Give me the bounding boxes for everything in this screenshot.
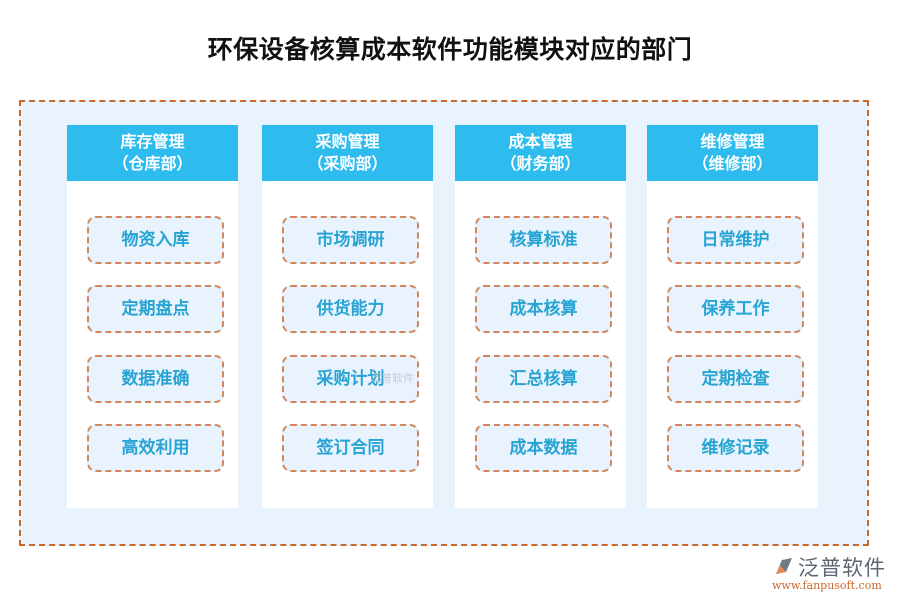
department-name: （仓库部）	[112, 154, 193, 173]
function-item: 核算标准	[475, 216, 612, 264]
function-item: 市场调研	[282, 216, 419, 264]
module-name: 库存管理	[120, 132, 185, 151]
logo-url: www.fanpusoft.com	[772, 579, 882, 592]
diagram-title: 环保设备核算成本软件功能模块对应的部门	[207, 35, 693, 64]
function-item: 汇总核算	[475, 355, 612, 403]
watermark: 泛普软件	[370, 372, 414, 385]
function-item: 供货能力	[282, 285, 419, 333]
function-item: 数据准确	[87, 355, 224, 403]
column-inventory: 库存管理 （仓库部） 物资入库 定期盘点 数据准确 高效利用	[67, 125, 238, 508]
module-name: 成本管理	[508, 132, 573, 151]
logo-mark-icon	[776, 558, 792, 574]
function-item: 成本数据	[475, 424, 612, 472]
function-item: 采购计划	[282, 355, 419, 403]
department-name: （采购部）	[307, 154, 388, 173]
module-name: 维修管理	[700, 132, 765, 151]
function-item: 签订合同	[282, 424, 419, 472]
column-cost: 成本管理 （财务部） 核算标准 成本核算 汇总核算 成本数据	[455, 125, 626, 508]
department-name: （维修部）	[692, 154, 773, 173]
column-maintenance: 维修管理 （维修部） 日常维护 保养工作 定期检查 维修记录	[647, 125, 818, 508]
column-header: 维修管理 （维修部）	[647, 125, 818, 181]
column-procurement: 采购管理 （采购部） 市场调研 供货能力 采购计划 签订合同	[262, 125, 433, 508]
department-name: （财务部）	[500, 154, 581, 173]
function-item: 保养工作	[667, 285, 804, 333]
function-item: 定期检查	[667, 355, 804, 403]
function-item: 成本核算	[475, 285, 612, 333]
module-name: 采购管理	[315, 132, 380, 151]
function-item: 高效利用	[87, 424, 224, 472]
column-header: 成本管理 （财务部）	[455, 125, 626, 181]
logo-name: 泛普软件	[798, 556, 886, 580]
function-item: 日常维护	[667, 216, 804, 264]
function-item: 维修记录	[667, 424, 804, 472]
function-item: 物资入库	[87, 216, 224, 264]
brand-logo: 泛普软件 www.fanpusoft.com	[770, 552, 895, 597]
function-item: 定期盘点	[87, 285, 224, 333]
column-header: 库存管理 （仓库部）	[67, 125, 238, 181]
column-header: 采购管理 （采购部）	[262, 125, 433, 181]
